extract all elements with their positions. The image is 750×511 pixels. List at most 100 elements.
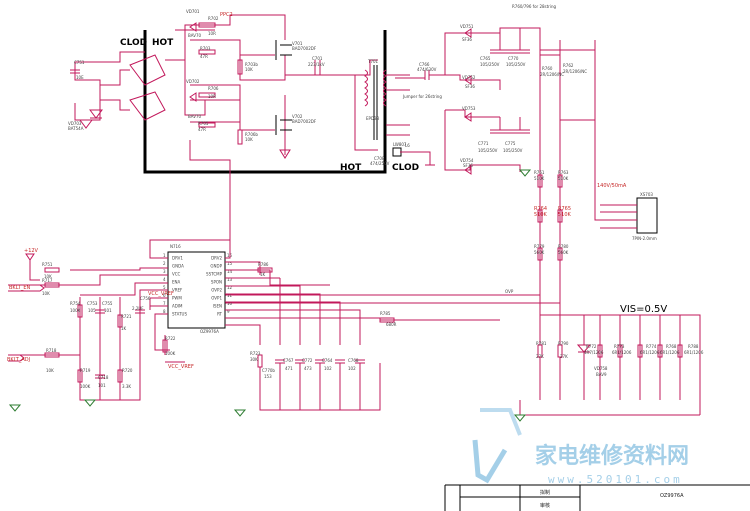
ref-r785: R785 (380, 311, 391, 316)
val-c756: 2.2UF (132, 306, 144, 311)
ic-pin-left-num: 1 (163, 253, 166, 258)
val-r762: 2R/1206/NC (563, 69, 587, 74)
ic-pin-right-name: SPON (211, 280, 222, 285)
isolation-boundary (143, 30, 387, 174)
ref-c770: C770 (508, 56, 519, 61)
val-c772: 473 (304, 366, 312, 371)
ref-r773: R773 (614, 344, 625, 349)
val-r754: 100K (70, 308, 81, 313)
ref-c718: C718 (98, 375, 109, 380)
ref-r765: R765 (558, 206, 571, 212)
val-c770: 105/250V (506, 62, 526, 67)
val-r773: 6R1/1206 (612, 350, 632, 355)
ic-part: OZ9976A (200, 329, 219, 334)
val-r788: 6R1/1206 (684, 350, 704, 355)
val-r723: 30K (250, 357, 258, 362)
ic-pin-right-name: DRV2 (211, 256, 222, 261)
ic-periphery (8, 140, 500, 417)
val-r785: 680R (386, 322, 397, 327)
net-vcc-vref-b: VCC_VREF (168, 364, 194, 370)
ovp-dividers (537, 174, 563, 261)
ref-c756: C756 (140, 296, 151, 301)
ref-r772: R772 (586, 344, 597, 349)
ref-r768: R768 (666, 344, 677, 349)
val-vd702: BAV70 (188, 114, 202, 119)
val-vd703: BAT54A (68, 126, 84, 131)
ground-hot-1 (279, 149, 291, 159)
val-r760: 2R/1206/NC (540, 72, 564, 77)
net-ovp1: OVP (505, 289, 514, 294)
ref-c771: C771 (478, 141, 489, 146)
ref-r702: R702 (208, 16, 219, 21)
ic-pin-left-name: GNDA (172, 264, 184, 269)
ref-vd751: VD751 (460, 24, 474, 29)
val-vd751: SF36 (462, 37, 472, 42)
val-r772: 4R7/1206 (584, 350, 604, 355)
val-c764: 102 (324, 366, 332, 371)
ref-c753: C753 (87, 301, 98, 306)
net-vis: VIS=0.5V (620, 304, 667, 315)
ic-pin-left-name: VREF (172, 288, 183, 293)
secondary-rectifier (444, 27, 620, 300)
watermark (472, 408, 522, 484)
val-r751: 10K (44, 274, 52, 279)
val-r703b: 10K (245, 67, 253, 72)
ic-pin-right-name: SSTCMP (206, 272, 223, 277)
ref-r780: R780 (558, 244, 569, 249)
ref-c755: C755 (102, 301, 113, 306)
val-c770b: 153 (264, 374, 272, 379)
ref-c751: C751 (74, 60, 85, 65)
ref-vd701: VD701 (186, 9, 200, 14)
net-140v: 140V/50mA (597, 183, 627, 189)
val-c751: 10E (76, 75, 84, 80)
ref-xs703: XS703 (640, 192, 653, 197)
ref-vd758: VD758 (594, 366, 608, 371)
ref-r720: R720 (122, 368, 133, 373)
ic-pin-right-num: 12 (227, 285, 233, 290)
ref-r721: R721 (121, 314, 132, 319)
ic-pin-left-num: 3 (163, 269, 166, 274)
label-hot-bottom: HOT (340, 163, 362, 173)
val-r786: 1K (260, 272, 266, 277)
val-r763: 510K (558, 176, 569, 181)
ref-r719: R719 (80, 368, 91, 373)
ref-c765: C765 (480, 56, 491, 61)
title-row1: 拟制 (540, 489, 550, 496)
ic-pin-left-num: 5 (163, 285, 166, 290)
note-28string: R760/796 for 28string (512, 4, 556, 9)
val-v701: BAD7002DF (292, 46, 317, 51)
ref-r774: R774 (646, 344, 657, 349)
ref-c767: C767 (283, 358, 294, 363)
ref-lw807: LW807 (393, 142, 407, 147)
val-c753: 105 (88, 308, 96, 313)
ref-r779: R779 (534, 244, 545, 249)
val-c775: 105/250V (503, 148, 523, 153)
ref-r786: R786 (258, 262, 269, 267)
ref-r706: R706 (208, 86, 219, 91)
net-12v: +12V (24, 248, 39, 254)
ref-r722: R722 (165, 336, 176, 341)
val-c767: 471 (285, 366, 293, 371)
val-c708: 474/250V (370, 161, 390, 166)
ref-c770b: C770b (262, 368, 275, 373)
val-vd701: BAV70 (188, 33, 202, 38)
ic-pin-right-name: RT (217, 312, 222, 317)
ic-pin-left-name: STATUS (172, 312, 187, 317)
ic-pin-left-num: 8 (163, 309, 166, 314)
val-r722: 100K (165, 351, 176, 356)
ic-pin-left-num: 4 (163, 277, 166, 282)
val-vd754: SF36 (463, 163, 473, 168)
ref-r706b: R706b (245, 132, 258, 137)
net-bklt-en: BKLT_EN (9, 285, 31, 291)
val-r706: 10R (208, 94, 216, 99)
val-v702: BAD7002DF (292, 119, 317, 124)
ref-vd752: VD752 (462, 75, 476, 80)
watermark-url: www.520101.com (548, 473, 683, 486)
title-block (444, 484, 750, 511)
ic-pin-right-name: ISEN (213, 304, 222, 309)
ic-pin-right-name: GNDP (210, 264, 222, 269)
ref-vd703: VD703 (68, 121, 82, 126)
